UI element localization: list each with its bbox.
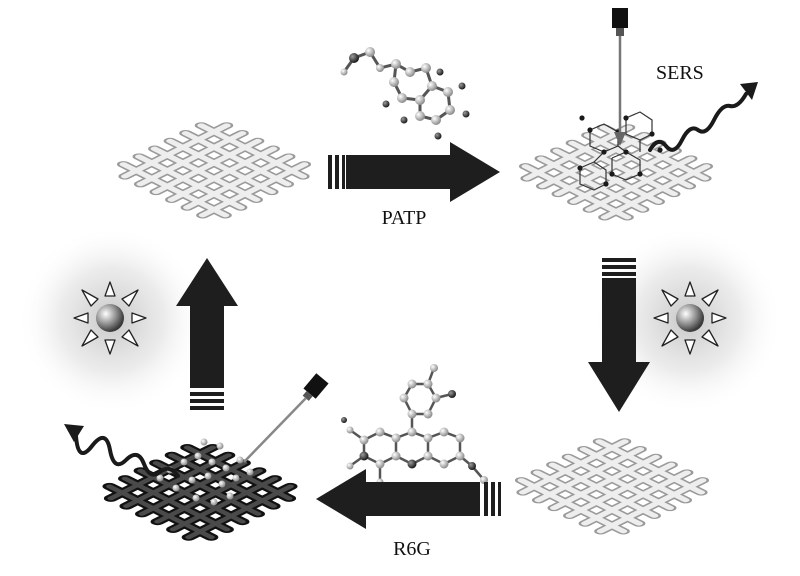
label-patp: PATP (382, 207, 427, 229)
sun-icon (73, 281, 147, 355)
laser-source-icon (612, 8, 628, 146)
arrow-up (176, 258, 238, 410)
adsorbed-patp-molecules (577, 111, 663, 191)
fabric-mesh-clean-bottom-right (514, 438, 710, 535)
label-r6g: R6G (393, 538, 431, 560)
molecule-patp-icon (340, 47, 470, 140)
molecule-r6g-icon (341, 364, 488, 486)
raman-wave-icon (64, 424, 180, 478)
raman-wave-icon (648, 82, 758, 152)
arrow-right-patp (328, 142, 500, 202)
adsorbed-r6g-molecules (156, 438, 254, 506)
sun-icon (653, 281, 727, 355)
fabric-mesh-clean-top (116, 122, 312, 219)
laser-source-icon (243, 373, 329, 463)
arrow-down (588, 258, 650, 412)
arrow-left-r6g (316, 469, 501, 529)
fabric-mesh-patp-top-right (518, 124, 714, 221)
label-sers: SERS (656, 62, 704, 84)
